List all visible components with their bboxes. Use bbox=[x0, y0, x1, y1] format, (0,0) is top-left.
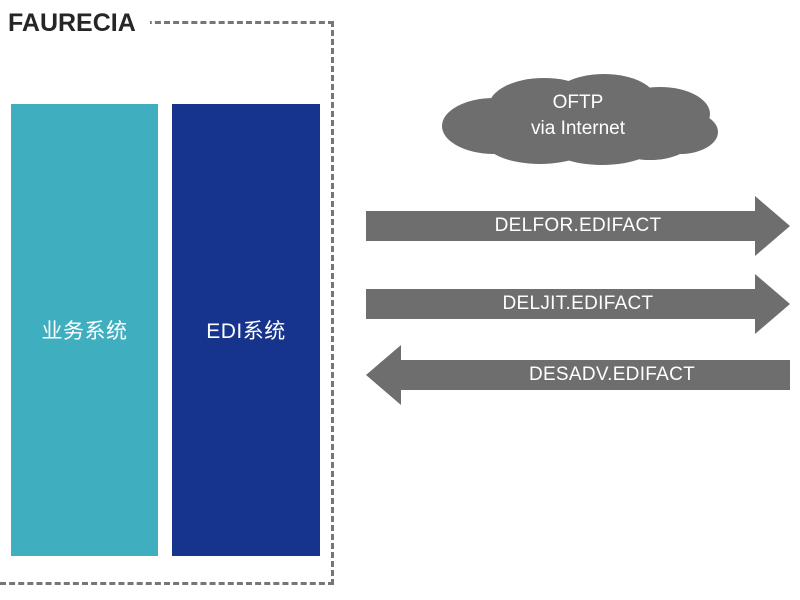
message-arrow-desadv: DESADV.EDIFACT bbox=[366, 345, 790, 405]
message-arrow-deljit: DELJIT.EDIFACT bbox=[366, 274, 790, 334]
cloud-icon bbox=[442, 74, 718, 165]
edi-system-block: EDI系统 bbox=[172, 104, 320, 556]
business-system-block: 业务系统 bbox=[11, 104, 158, 556]
network-cloud: OFTP via Internet bbox=[436, 70, 720, 166]
business-system-label: 业务系统 bbox=[41, 320, 128, 343]
title-background-mask bbox=[0, 14, 150, 30]
arrow-right-icon bbox=[366, 274, 790, 334]
edi-system-label: EDI系统 bbox=[206, 320, 286, 343]
arrow-right-icon bbox=[366, 196, 790, 256]
company-title: FAURECIA bbox=[8, 9, 136, 37]
message-arrow-delfor: DELFOR.EDIFACT bbox=[366, 196, 790, 256]
arrow-left-icon bbox=[366, 345, 790, 405]
company-boundary-dashed-box bbox=[0, 21, 334, 585]
